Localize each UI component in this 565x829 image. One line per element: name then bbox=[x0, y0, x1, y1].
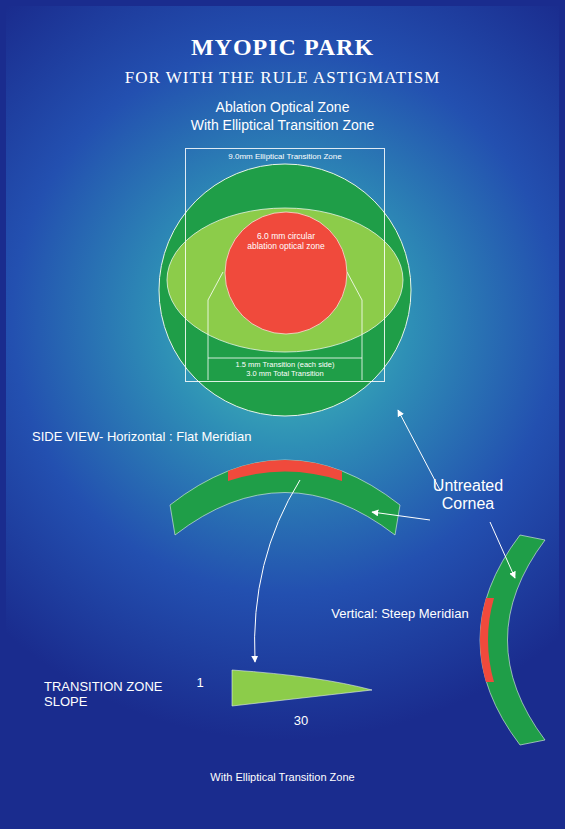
title: MYOPIC PARK bbox=[40, 34, 525, 62]
transition-zone-frame: 9.0mm Elliptical Transition Zone 6.0 mm c… bbox=[185, 148, 385, 382]
slope-value: 1 bbox=[190, 676, 210, 691]
slope-value: 30 bbox=[285, 714, 317, 729]
circle-outline bbox=[224, 211, 348, 335]
caption: With Elliptical Transition Zone bbox=[80, 771, 485, 784]
dimension-label: 3.0 mm Total Transition bbox=[200, 370, 370, 379]
cornea-horizontal-section bbox=[170, 460, 400, 535]
heading: With Elliptical Transition Zone bbox=[120, 117, 445, 133]
elliptical-transition-zone bbox=[167, 208, 403, 352]
heading: Ablation Optical Zone bbox=[120, 99, 445, 115]
dimension-line bbox=[208, 272, 223, 300]
untreated-cornea-circle bbox=[159, 164, 411, 416]
leader-arrow bbox=[255, 480, 300, 662]
callout-label: Untreated Cornea bbox=[418, 477, 518, 514]
dimension-line bbox=[362, 300, 363, 380]
circle-shape bbox=[225, 212, 347, 334]
pointer-arrow bbox=[490, 522, 515, 578]
cornea-vertical-section bbox=[480, 535, 545, 745]
view-label: Vertical: Steep Meridian bbox=[330, 607, 470, 622]
pointer-arrow bbox=[372, 512, 430, 520]
node-text: 9.0mm Elliptical Transition Zone bbox=[189, 152, 381, 162]
transition-slope-wedge bbox=[232, 670, 372, 706]
subtitle: FOR WITH THE RULE ASTIGMATISM bbox=[30, 68, 535, 88]
ablation-zone-vertical bbox=[480, 598, 494, 682]
axis-label: TRANSITION ZONE SLOPE bbox=[44, 680, 164, 710]
dimension-line bbox=[347, 272, 362, 300]
ablation-zone-circle: 6.0 mm circular ablation optical zone bbox=[224, 211, 348, 335]
node-text: 6.0 mm circular ablation optical zone bbox=[244, 231, 328, 251]
dimension-line bbox=[208, 358, 362, 359]
dimension-label: 1.5 mm Transition (each side) bbox=[200, 361, 370, 370]
view-label: SIDE VIEW- Horizontal : Flat Meridian bbox=[32, 430, 362, 445]
dimension-line bbox=[208, 300, 209, 380]
background bbox=[6, 6, 559, 823]
ablation-zone-horizontal bbox=[228, 460, 342, 481]
